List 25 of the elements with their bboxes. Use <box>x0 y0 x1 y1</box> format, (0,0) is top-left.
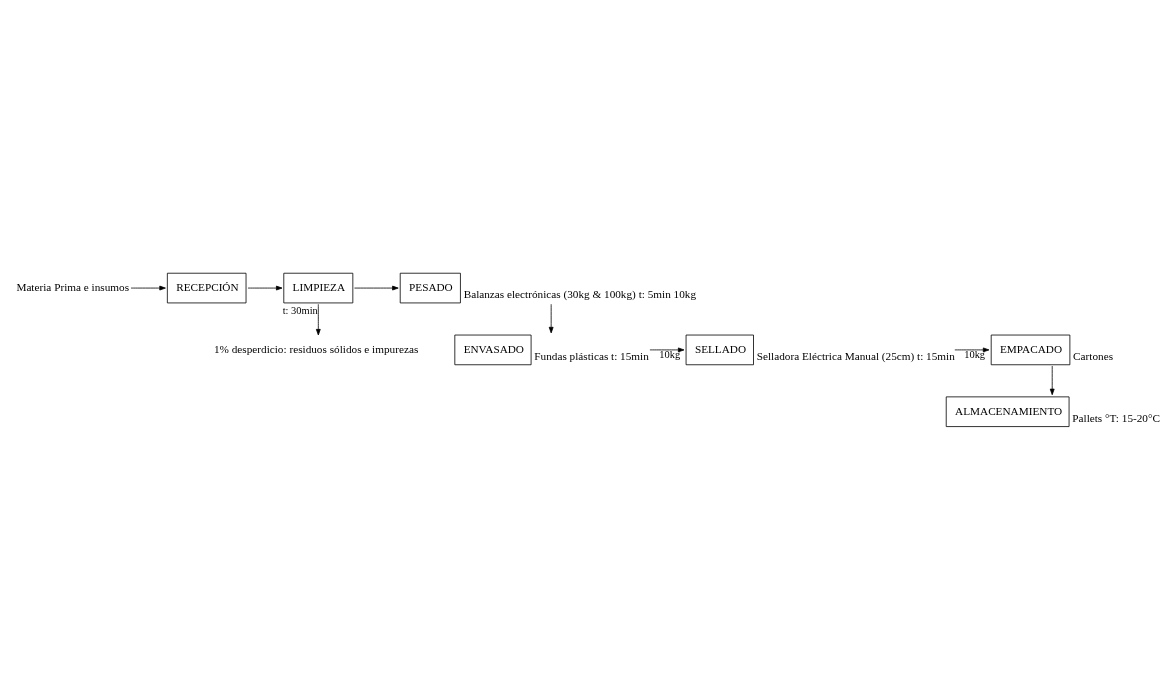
node-box: RECEPCIÓN <box>166 272 247 303</box>
node-box: ALMACENAMIENTO <box>945 395 1070 427</box>
node-text: Materia Prima e insumos <box>16 280 130 293</box>
node-text: 1% desperdicio: residuos sólidos e impurezas <box>213 342 419 355</box>
node-box: PESADO <box>399 272 461 303</box>
node-label: Pallets °T: 15-20°C <box>1072 411 1160 424</box>
node-box: ENVASADO <box>454 334 532 365</box>
edge-label: 10kg <box>659 348 681 360</box>
node-label: Selladora Eléctrica Manual (25cm) t: 15min <box>756 349 955 362</box>
node-box: LIMPIEZA <box>283 272 354 303</box>
arrow <box>954 347 990 352</box>
arrow <box>354 285 399 290</box>
node-box: SELLADO <box>685 334 754 365</box>
arrow <box>649 347 685 352</box>
node-label: Balanzas electrónicas (30kg & 100kg) t: 5min 10kg <box>463 287 697 300</box>
node-box: EMPACADO <box>990 334 1071 365</box>
arrow <box>1049 365 1055 395</box>
arrow <box>247 285 283 290</box>
node-label: Fundas plásticas t: 15min <box>534 349 649 362</box>
arrow <box>315 303 321 335</box>
arrow <box>130 285 166 290</box>
node-label: Cartones <box>1073 349 1114 362</box>
arrow <box>548 303 554 333</box>
edge-label: t: 30min <box>282 304 318 316</box>
edge-label: 10kg <box>964 348 986 360</box>
